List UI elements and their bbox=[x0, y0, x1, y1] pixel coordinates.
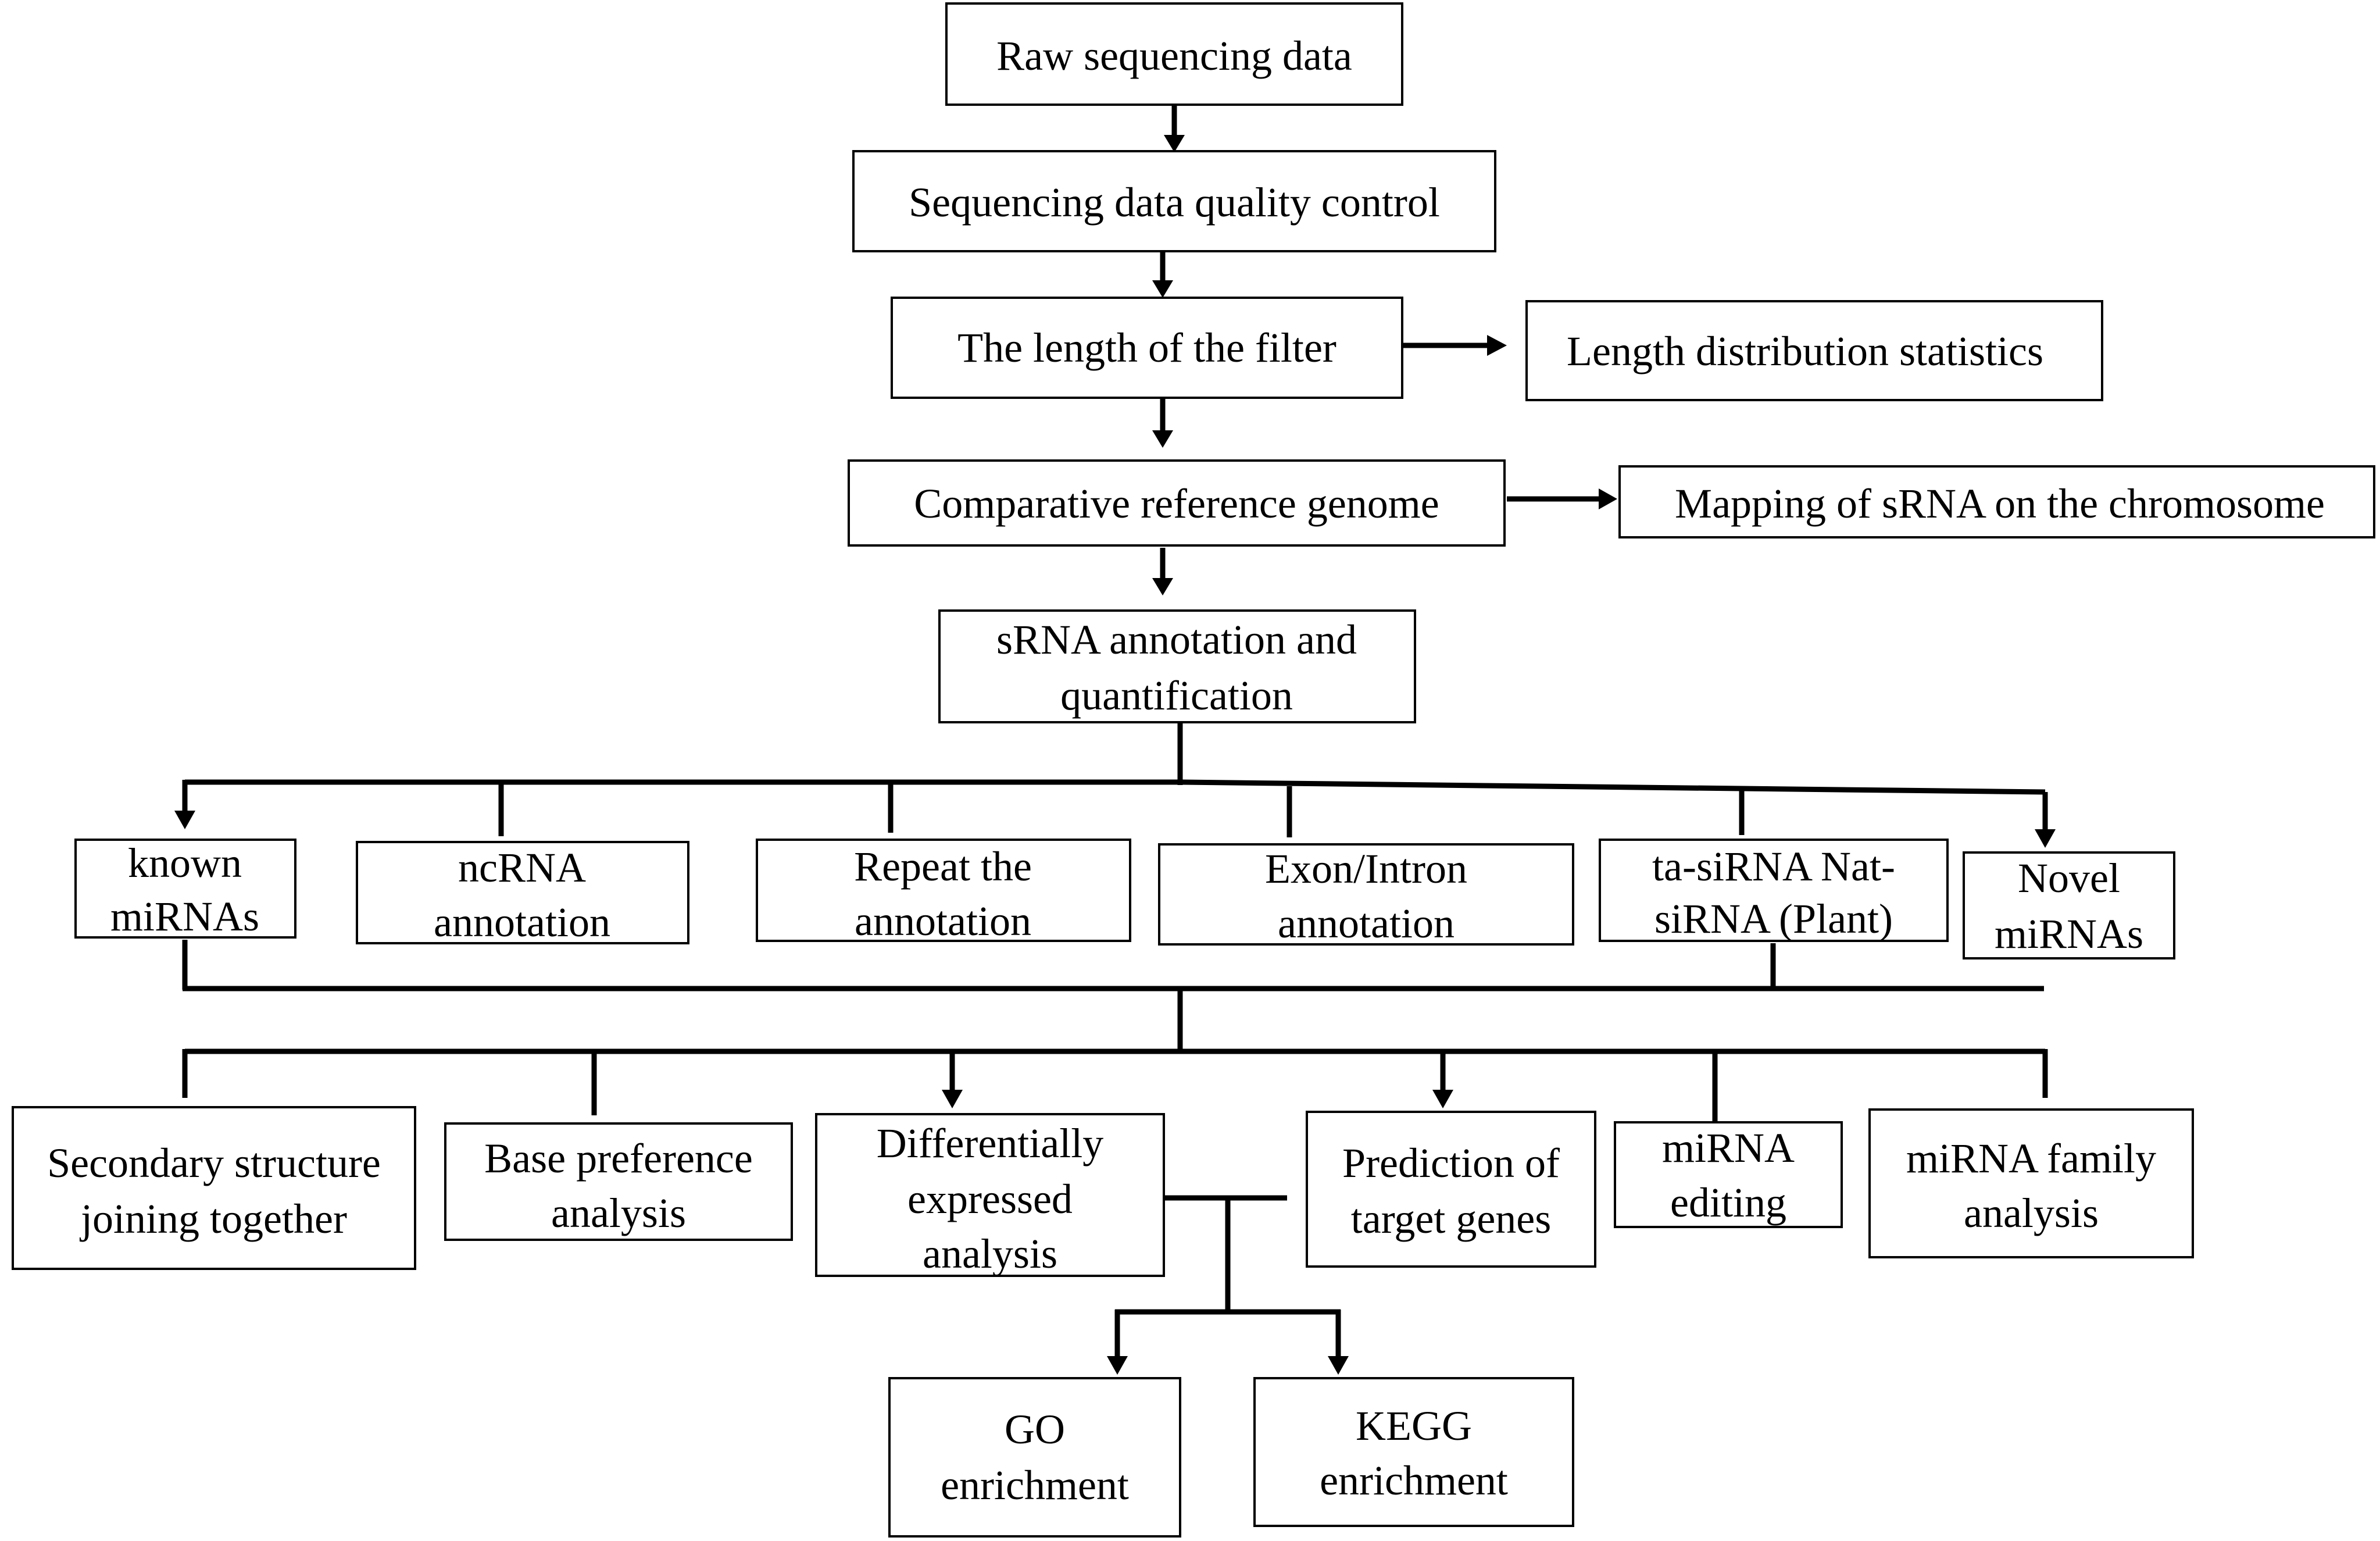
node-label-line-2: enrichment bbox=[941, 1462, 1129, 1508]
node-label-line-1: Exon/Intron bbox=[1265, 846, 1467, 892]
node-label-line-1: Secondary structure bbox=[47, 1140, 381, 1186]
arrowhead-to-novel bbox=[2035, 829, 2056, 848]
node-label-line-1: known bbox=[128, 840, 242, 886]
node-label-line-2: siRNA (Plant) bbox=[1654, 896, 1893, 942]
node-length-distribution-statistics: Length distribution statistics bbox=[1525, 300, 2103, 401]
arrowhead-comparative-to-annotation bbox=[1152, 578, 1173, 595]
node-label-line-1: Base preference bbox=[484, 1135, 753, 1182]
node-repeat-annotation: Repeat the annotation bbox=[756, 839, 1131, 944]
node-label-line-1: Novel bbox=[2018, 855, 2120, 901]
arrowhead-to-kegg bbox=[1328, 1356, 1349, 1375]
node-label-line-1: KEGG bbox=[1356, 1403, 1472, 1449]
node-label-line-3: analysis bbox=[923, 1230, 1057, 1277]
arrowhead-raw-to-qc bbox=[1164, 135, 1185, 152]
node-mirna-family: miRNA family analysis bbox=[1868, 1108, 2194, 1258]
node-label-line-2: expressed bbox=[907, 1176, 1073, 1222]
node-base-preference: Base preference analysis bbox=[444, 1122, 793, 1241]
node-label-line-2: annotation bbox=[1278, 900, 1455, 947]
node-known-mirnas: known miRNAs bbox=[74, 839, 296, 940]
node-label-line-1: Differentially bbox=[877, 1120, 1104, 1167]
node-raw-sequencing-data: Raw sequencing data bbox=[945, 2, 1403, 106]
node-label: Mapping of sRNA on the chromosome bbox=[1675, 480, 2325, 527]
connectors bbox=[174, 106, 2056, 1375]
node-label-line-2: annotation bbox=[434, 899, 610, 946]
node-label-line-2: target genes bbox=[1351, 1196, 1552, 1242]
arrowhead-comparative-to-mapping bbox=[1599, 488, 1617, 509]
node-mirna-editing: miRNA editing bbox=[1614, 1121, 1843, 1228]
node-label-line-2: joining together bbox=[79, 1196, 347, 1242]
node-label-line-1: GO bbox=[1005, 1406, 1065, 1453]
arrowhead-to-diff bbox=[942, 1090, 963, 1108]
node-length-filter: The length of the filter bbox=[891, 297, 1403, 399]
node-label-line-2: enrichment bbox=[1320, 1457, 1508, 1504]
node-label-line-2: miRNAs bbox=[110, 893, 259, 940]
arrowhead-to-known bbox=[174, 811, 195, 829]
node-go-enrichment: GO enrichment bbox=[888, 1377, 1181, 1538]
node-label-line-2: miRNAs bbox=[1995, 911, 2143, 957]
node-label: The length of the filter bbox=[957, 324, 1336, 371]
node-label-line-2: quantification bbox=[1060, 672, 1293, 719]
node-label-line-1: miRNA family bbox=[1906, 1135, 2156, 1182]
node-label-line-1: miRNA bbox=[1662, 1125, 1795, 1171]
node-prediction-target-genes: Prediction of target genes bbox=[1306, 1111, 1596, 1268]
node-label-line-2: editing bbox=[1670, 1179, 1786, 1226]
node-label: Raw sequencing data bbox=[996, 33, 1352, 79]
node-label: Sequencing data quality control bbox=[909, 179, 1440, 226]
arrowhead-to-target bbox=[1432, 1090, 1453, 1108]
node-label-line-2: analysis bbox=[551, 1190, 686, 1236]
arrowhead-qc-to-filter bbox=[1152, 280, 1173, 298]
node-label-line-1: ta-siRNA Nat- bbox=[1652, 843, 1895, 890]
node-exon-intron-annotation: Exon/Intron annotation bbox=[1158, 843, 1574, 947]
node-quality-control: Sequencing data quality control bbox=[852, 150, 1496, 252]
node-label-line-1: sRNA annotation and bbox=[996, 616, 1357, 663]
node-kegg-enrichment: KEGG enrichment bbox=[1253, 1377, 1574, 1527]
arrowhead-to-go bbox=[1107, 1356, 1128, 1375]
arrowhead-filter-to-stats bbox=[1487, 335, 1507, 356]
bus-categories bbox=[185, 779, 2046, 795]
node-novel-mirnas: Novel miRNAs bbox=[1963, 851, 2175, 959]
node-label-line-2: annotation bbox=[855, 898, 1031, 944]
node-label-line-2: analysis bbox=[1964, 1190, 2099, 1236]
node-srna-annotation: sRNA annotation and quantification bbox=[938, 609, 1416, 723]
node-tasirna-natsirna: ta-siRNA Nat- siRNA (Plant) bbox=[1599, 839, 1949, 942]
arrowhead-filter-to-comparative bbox=[1152, 430, 1173, 448]
node-ncrna-annotation: ncRNA annotation bbox=[356, 841, 689, 946]
node-differentially-expressed: Differentially expressed analysis bbox=[815, 1113, 1165, 1277]
node-label: Comparative reference genome bbox=[914, 480, 1439, 527]
node-label-line-1: Repeat the bbox=[854, 843, 1032, 890]
node-mapping-srna-chromosome: Mapping of sRNA on the chromosome bbox=[1618, 465, 2375, 538]
node-secondary-structure: Secondary structure joining together bbox=[12, 1106, 416, 1270]
node-label: Length distribution statistics bbox=[1567, 328, 2043, 374]
node-comparative-reference-genome: Comparative reference genome bbox=[848, 459, 1506, 547]
node-label-line-1: ncRNA bbox=[458, 844, 586, 891]
node-label-line-1: Prediction of bbox=[1342, 1140, 1560, 1186]
